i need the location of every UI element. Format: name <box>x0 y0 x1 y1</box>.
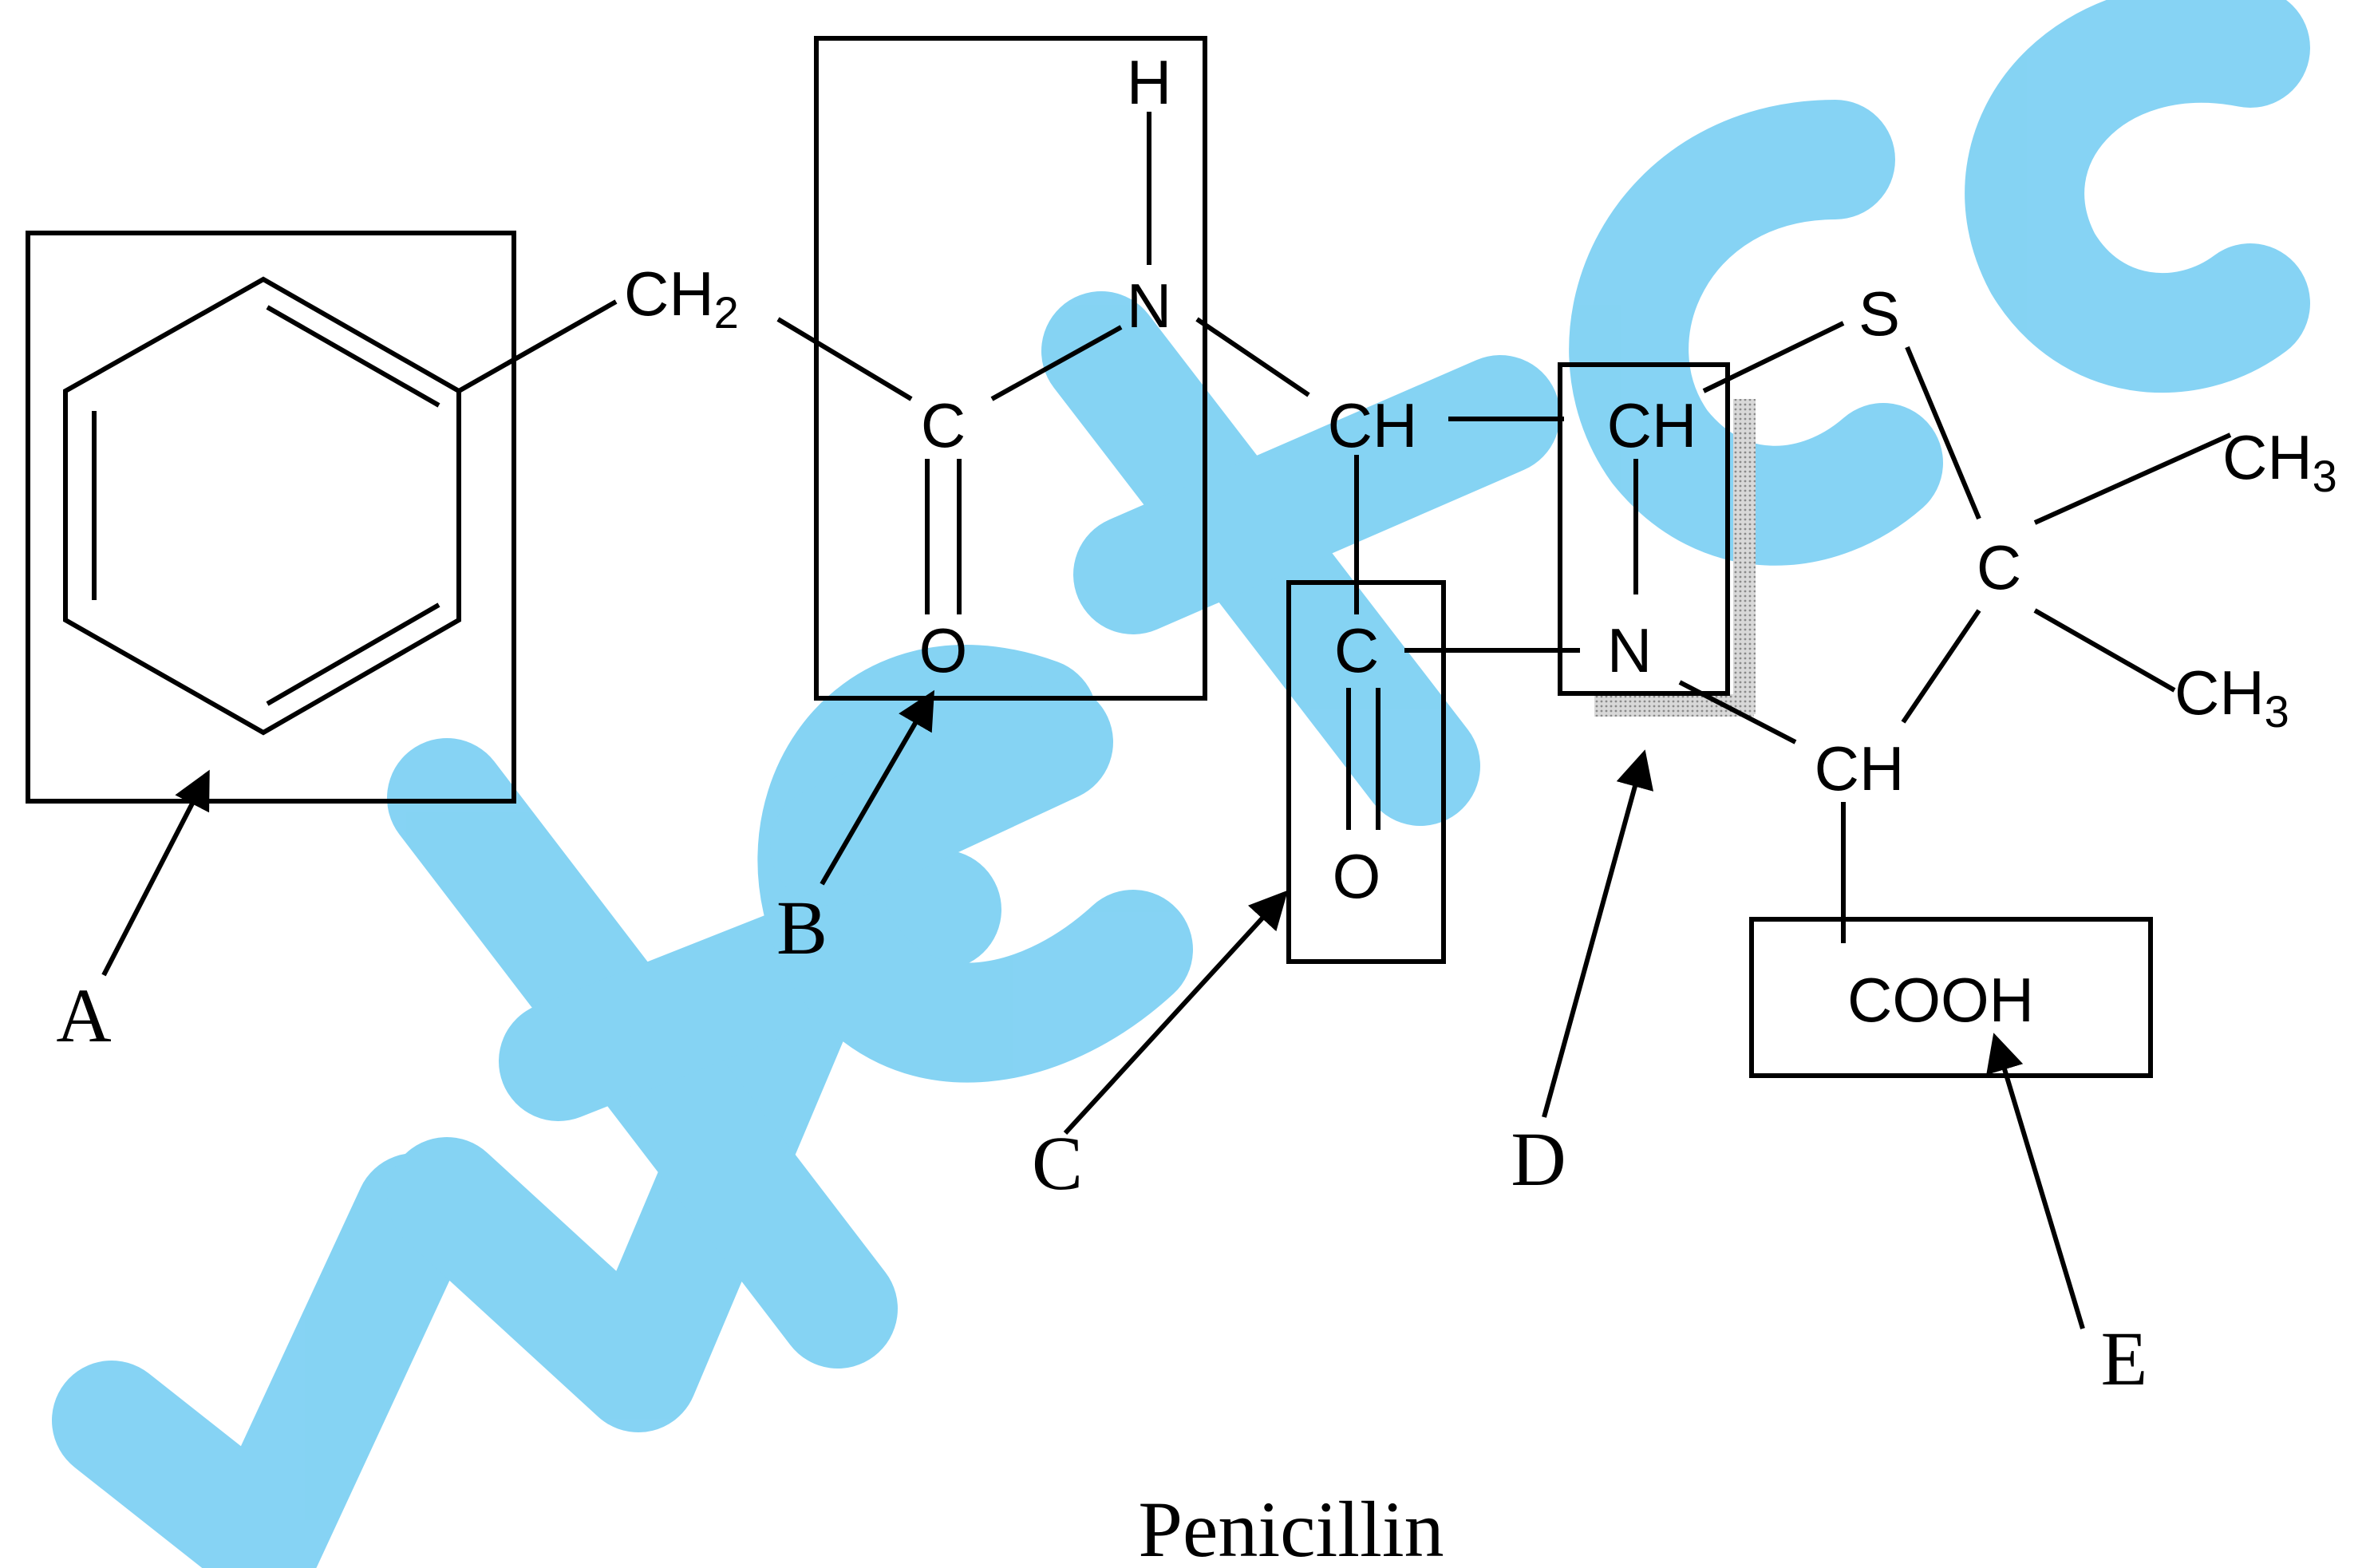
arrow-c <box>1063 890 1289 1136</box>
quaternary-c-label: C <box>1977 532 2021 602</box>
lactam-c-label: C <box>1334 615 1379 685</box>
callout-labels: A B C D E <box>56 885 2147 1401</box>
methyl-bottom-label: CH3 <box>2174 658 2289 737</box>
bonds <box>457 112 2232 943</box>
diagram-caption: Penicillin <box>1138 1485 1444 1568</box>
methyl-top-label: CH3 <box>2222 422 2337 501</box>
atom-labels: CH2 H N C O CH CH S C CH3 CH3 C O N CH C… <box>624 47 2337 1035</box>
arrow-a <box>101 769 210 977</box>
callout-e: E <box>2101 1316 2148 1401</box>
arrows <box>101 689 2085 1329</box>
callout-b: B <box>776 885 828 970</box>
ch-beta-label: CH <box>1607 390 1697 460</box>
arrow-e <box>1986 1033 2085 1329</box>
callout-d: D <box>1511 1116 1566 1202</box>
arrow-b <box>820 689 935 886</box>
box-c-carbonyl <box>1286 580 1446 964</box>
ch-carboxyl-label: CH <box>1815 733 1905 804</box>
amine-n-label: N <box>1127 271 1171 341</box>
lactam-o-label: O <box>1333 841 1381 911</box>
callout-c: C <box>1032 1120 1083 1206</box>
amide-o-label: O <box>919 615 968 685</box>
ch-alpha-label: CH <box>1328 390 1418 460</box>
amide-c-label: C <box>921 390 966 460</box>
box-b-amide <box>814 36 1207 701</box>
lactam-shade-horizontal <box>1594 694 1754 717</box>
watermark <box>52 0 2310 1568</box>
ch2-label: CH2 <box>624 259 739 338</box>
benzene-ring <box>63 276 461 736</box>
lactam-n-label: N <box>1607 615 1652 685</box>
box-e-carboxyl <box>1749 917 2153 1078</box>
callout-a: A <box>56 973 111 1058</box>
box-a-phenyl <box>26 231 516 804</box>
lactam-shade-vertical <box>1733 399 1756 714</box>
sulfur-label: S <box>1858 278 1900 349</box>
amine-h-label: H <box>1127 47 1171 117</box>
box-d-lactam <box>1558 362 1730 696</box>
cooh-label: COOH <box>1847 965 2034 1035</box>
arrow-d <box>1542 749 1654 1118</box>
